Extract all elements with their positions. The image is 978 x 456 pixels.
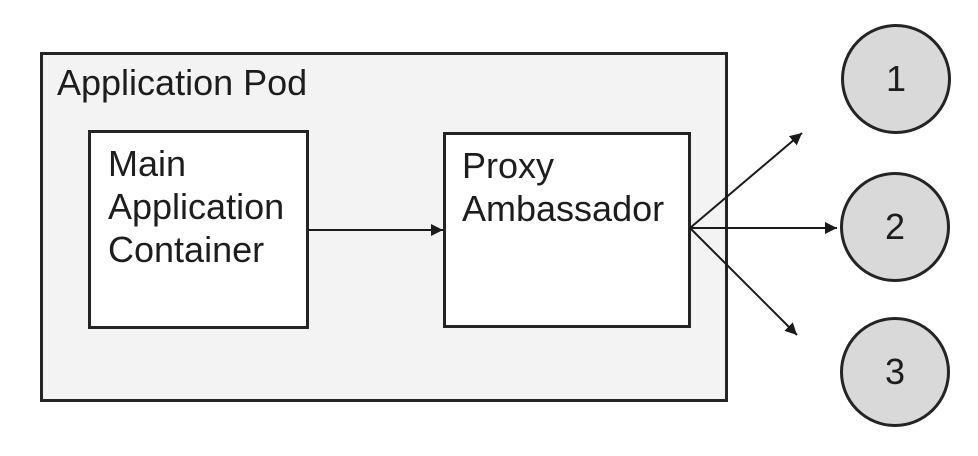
node-proxy-ambassador: Proxy Ambassador [443, 132, 691, 328]
endpoint-circle-2: 2 [840, 172, 950, 282]
endpoint-circle-1: 1 [841, 24, 951, 134]
endpoint-label: 2 [884, 206, 906, 247]
application-pod-group: Application Pod Main Application Contain… [40, 52, 728, 402]
endpoint-circle-3: 3 [840, 317, 950, 427]
node-main-application-container: Main Application Container [88, 130, 309, 329]
pod-title: Application Pod [57, 62, 308, 103]
node-label: Proxy Ambassador [462, 145, 665, 229]
endpoint-label: 1 [885, 58, 907, 99]
node-label: Main Application Container [108, 143, 285, 270]
endpoint-label: 3 [884, 351, 906, 392]
